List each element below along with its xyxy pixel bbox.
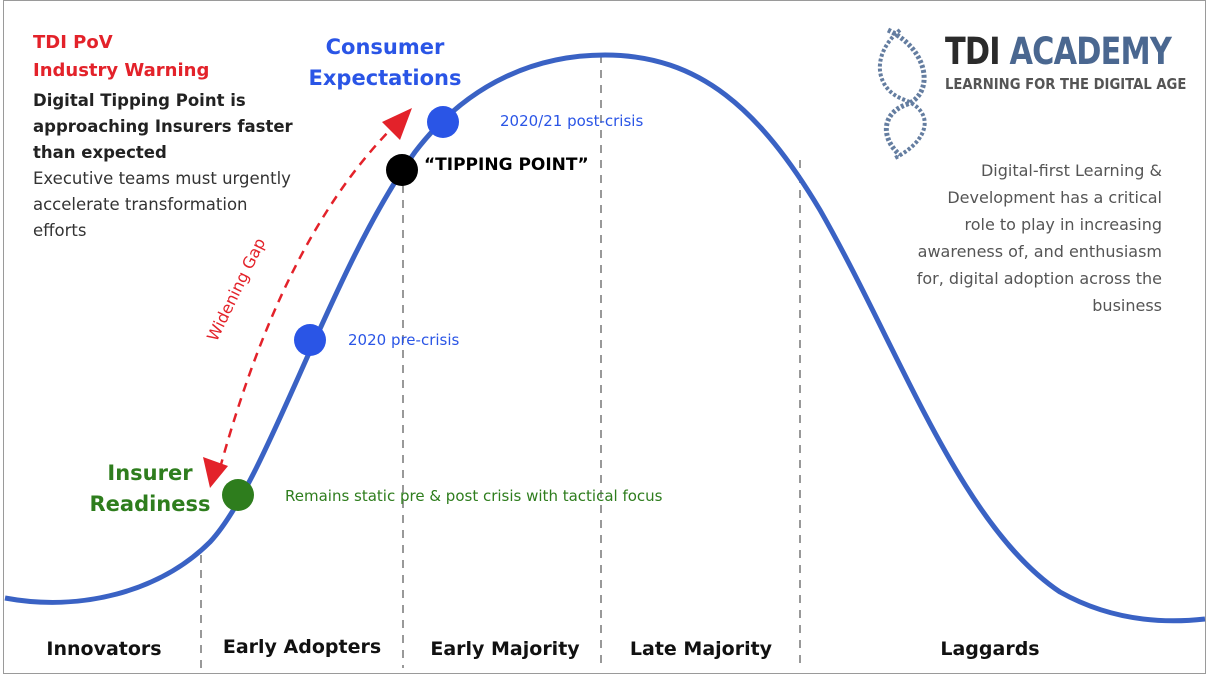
arrowhead-down-icon [203, 457, 228, 488]
dot-insurer-readiness [222, 479, 254, 511]
tipping-point-label: “TIPPING POINT” [424, 155, 589, 175]
logo-tagline: LEARNING FOR THE DIGITAL AGE [945, 75, 1187, 93]
warning-title-1: TDI PoV [33, 32, 113, 53]
category-innovators: Innovators [46, 638, 162, 660]
dot-tipping-point [386, 154, 418, 186]
frame [3, 0, 1206, 674]
arrowhead-up-icon [382, 108, 412, 140]
post-crisis-label: 2020/21 post-crisis [500, 112, 644, 130]
category-laggards: Laggards [940, 638, 1040, 660]
logo-wordmark: TDI ACADEMY [945, 30, 1178, 73]
logo-part2: ACADEMY [1009, 30, 1172, 73]
warning-bold-line: approaching Insurers faster [33, 117, 293, 136]
dot-post-crisis [427, 106, 459, 138]
category-early-adopters: Early Adopters [222, 636, 382, 658]
warning-bold-line: Digital Tipping Point is [33, 91, 246, 110]
insurer-note: Remains static pre & post crisis with ta… [285, 487, 663, 505]
insurer-readiness-label: Insurer Readiness [85, 458, 215, 520]
warning-line: efforts [33, 221, 87, 240]
logo-part1: TDI [945, 30, 1001, 73]
consumer-expectations-label: Consumer Expectations [300, 32, 470, 94]
warning-line: Executive teams must urgently [33, 169, 291, 188]
side-note: Digital-first Learning & Development has… [916, 161, 1162, 315]
pre-crisis-label: 2020 pre-crisis [348, 331, 460, 349]
logo: TDI ACADEMY LEARNING FOR THE DIGITAL AGE [945, 30, 1210, 93]
insurer-label-line: Readiness [89, 492, 211, 516]
dot-pre-crisis [294, 324, 326, 356]
adoption-curve [4, 52, 1206, 624]
warning-title-2: Industry Warning [33, 60, 210, 81]
consumer-label-line: Expectations [308, 66, 462, 90]
consumer-label-line: Consumer [325, 35, 445, 59]
insurer-label-line: Insurer [107, 461, 193, 485]
warning-bold-line: than expected [33, 143, 167, 162]
dna-icon [877, 27, 927, 160]
category-late-majority: Late Majority [629, 638, 773, 660]
category-early-majority: Early Majority [430, 638, 580, 660]
warning-line: accelerate transformation [33, 195, 248, 214]
